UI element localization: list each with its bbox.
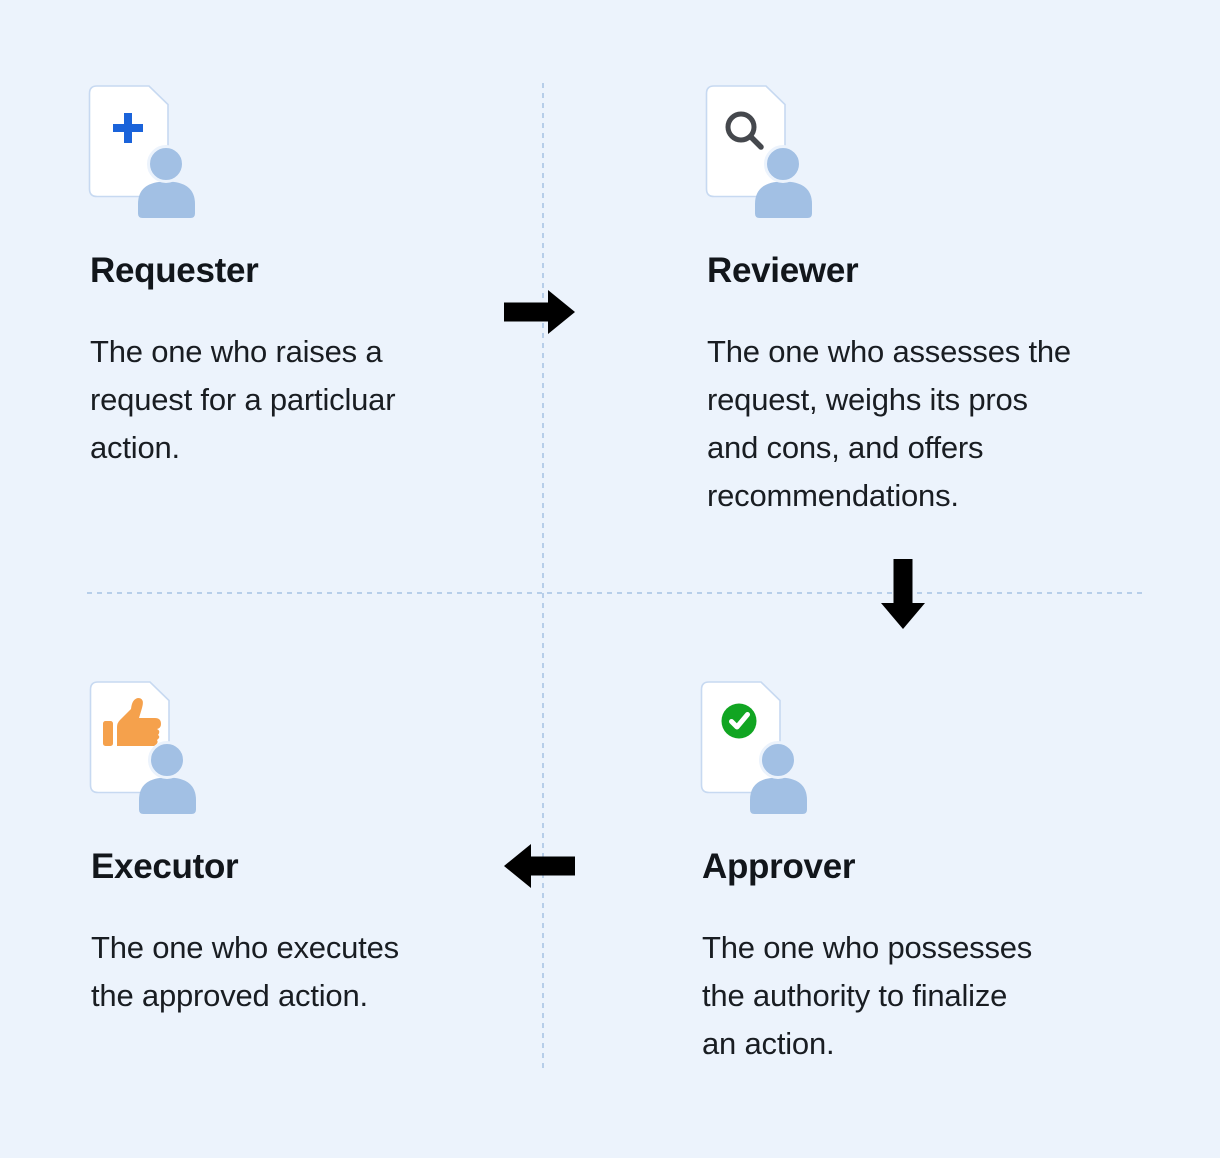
role-title-approver: Approver xyxy=(702,847,856,886)
plus-icon xyxy=(113,113,143,143)
role-title-reviewer: Reviewer xyxy=(707,251,859,290)
role-card-reviewer: Reviewer The one who assesses the reques… xyxy=(705,85,1175,520)
vertical-dashed-divider xyxy=(542,83,544,1070)
magnifier-icon xyxy=(725,111,764,150)
horizontal-dashed-divider xyxy=(87,592,1143,594)
role-title-requester: Requester xyxy=(90,251,259,290)
arrow-left-icon xyxy=(504,844,575,888)
role-card-requester: Requester The one who raises a request f… xyxy=(88,85,558,472)
document-thumbsup-user-icon xyxy=(89,681,199,816)
arrow-right-icon xyxy=(504,290,575,334)
document-plus-user-icon xyxy=(88,85,198,220)
document-check-user-icon xyxy=(700,681,810,816)
thumbs-up-icon xyxy=(103,698,161,746)
arrow-down-icon xyxy=(881,559,925,629)
check-circle-icon xyxy=(721,703,757,739)
role-card-executor: Executor The one who executes the approv… xyxy=(89,681,559,1020)
role-description-requester: The one who raises a request for a parti… xyxy=(90,334,396,465)
person-icon xyxy=(139,741,196,814)
role-description-approver: The one who possesses the authority to f… xyxy=(702,930,1033,1061)
person-icon xyxy=(138,145,195,218)
role-card-approver: Approver The one who possesses the autho… xyxy=(700,681,1170,1068)
role-description-executor: The one who executes the approved action… xyxy=(91,930,399,1013)
role-description-reviewer: The one who assesses the request, weighs… xyxy=(707,334,1071,513)
document-magnifier-user-icon xyxy=(705,85,815,220)
role-title-executor: Executor xyxy=(91,847,239,886)
person-icon xyxy=(750,741,807,814)
person-icon xyxy=(755,145,812,218)
